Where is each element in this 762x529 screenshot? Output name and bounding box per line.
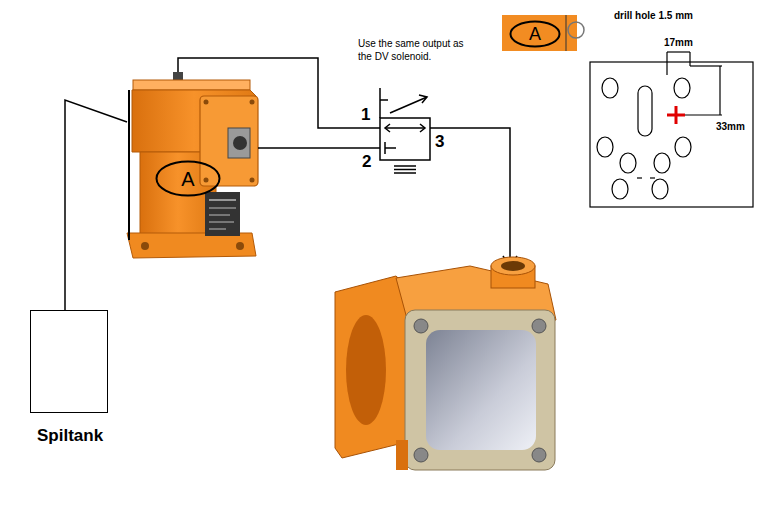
drill-plate [590, 52, 753, 207]
spill-tank: Spiltank [30, 310, 108, 413]
note-text: Use the same output as the DV solenoid. [358, 37, 468, 63]
dimension-label: 33mm [716, 121, 745, 133]
callout-ellipse: A [509, 20, 561, 48]
port-number: 1 [361, 105, 370, 125]
valve-symbol [380, 88, 430, 173]
port-number: 3 [435, 132, 444, 152]
port-number: 2 [362, 152, 371, 172]
note-text: drill hole 1.5 mm [614, 10, 693, 22]
pump-illustration [127, 72, 258, 258]
housing-illustration [335, 257, 556, 470]
detail-thumbnail [502, 15, 584, 51]
tank-label: Spiltank [37, 426, 103, 446]
dimension-label: 17mm [664, 37, 693, 49]
callout-ellipse: A [155, 160, 221, 197]
callout-letter: A [529, 25, 541, 43]
drill-mark [667, 106, 685, 124]
callout-letter: A [181, 169, 194, 189]
